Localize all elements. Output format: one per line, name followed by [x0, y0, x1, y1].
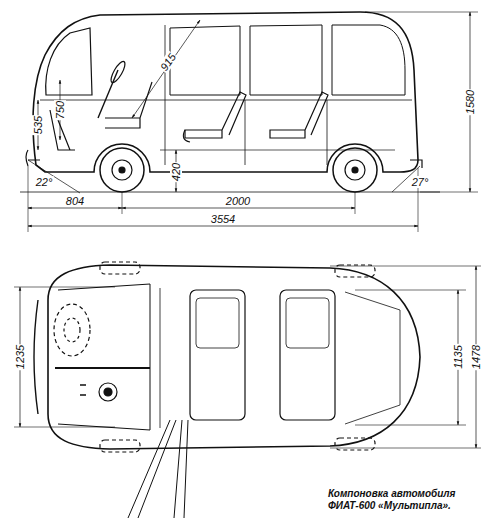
dimension-label: 1235 — [14, 344, 26, 370]
dimension-label: 3554 — [210, 213, 236, 225]
dimension-label: 27° — [411, 176, 430, 188]
dimension-label: 915 — [157, 50, 179, 74]
dimension-label: 1580 — [464, 89, 476, 115]
dimension-label: 420 — [170, 162, 182, 182]
dimension-label: 750 — [54, 100, 66, 120]
dimension-label: 1478 — [470, 344, 482, 370]
figure-caption: Компоновка автомобиля ФИАТ-600 «Мультипл… — [328, 488, 478, 512]
dimension-label: 535 — [32, 115, 44, 135]
dimension-label: 22° — [35, 176, 54, 188]
dimension-label: 804 — [65, 195, 85, 207]
dimension-label: 2000 — [225, 195, 251, 207]
dimension-label: 1135 — [452, 344, 464, 370]
